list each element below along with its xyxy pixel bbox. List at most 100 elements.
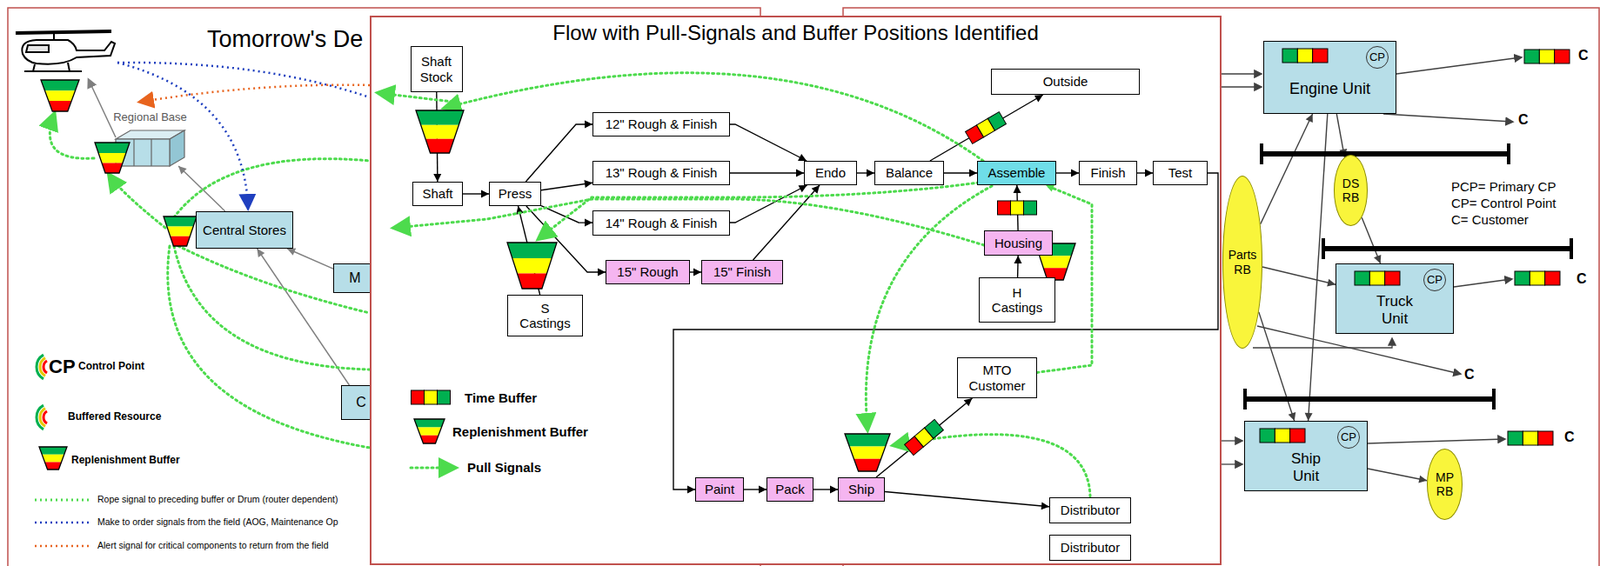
box-label: 13" Rough & Finish: [605, 165, 718, 181]
buffer-funnel: [163, 216, 197, 247]
buffer-zone: [1259, 428, 1275, 443]
box-label: Paint: [704, 482, 735, 497]
box-label: H Castings: [988, 285, 1046, 316]
legend-text: Alert signal for critical components to …: [97, 540, 329, 551]
flow-connector: [1361, 217, 1381, 264]
buffer-zone: [424, 390, 438, 405]
buffer-outline: [163, 216, 197, 247]
annotation: C: [1464, 367, 1475, 383]
flow-connector: [1262, 267, 1336, 287]
process-box: Press: [488, 181, 542, 207]
flow-connector: [1137, 169, 1153, 178]
arrow-head: [866, 169, 875, 178]
flow-connector: [1013, 255, 1022, 278]
flow-connector: [673, 173, 1219, 495]
connector-line: [1260, 113, 1313, 225]
arrow-head: [811, 185, 820, 195]
process-box: Shaft: [412, 181, 463, 207]
arrow-head: [687, 486, 696, 495]
time-buffer: [904, 419, 944, 456]
slide-title: Flow with Pull-Signals and Buffer Positi…: [369, 20, 1222, 46]
annotation: C: [1564, 429, 1575, 446]
cp-circle: CP: [1337, 426, 1360, 449]
supply-arrow: [88, 80, 116, 138]
time-buffer: [1514, 271, 1560, 286]
buffer-ellipse: MP RB: [1426, 448, 1463, 521]
arrow-head: [1288, 412, 1297, 422]
legend-text: Replenishment Buffer: [71, 455, 181, 468]
box-label: Endo: [815, 165, 846, 181]
buffer-ellipse: DS RB: [1333, 154, 1368, 227]
slide-title: Tomorrow's De: [207, 26, 363, 54]
annotation: CP: [48, 355, 76, 378]
buffer-funnel: [94, 142, 130, 174]
buffer-funnel: [844, 434, 891, 472]
flow-connector: [1260, 113, 1313, 225]
arrow-head: [583, 180, 593, 188]
buffer-zone: [98, 153, 127, 164]
buffer-zone: [1039, 255, 1072, 268]
annotation: PCP= Primary CP: [1451, 179, 1556, 195]
buffer-zone: [94, 142, 130, 154]
buffer-zone: [1354, 271, 1370, 286]
buffer-zone: [844, 434, 891, 448]
buffer-outline: [40, 80, 80, 112]
legend-text: Replenishment Buffer: [452, 424, 589, 440]
annotation: C: [1576, 271, 1587, 288]
connector-line: [930, 94, 1044, 161]
process-box: H Castings: [978, 277, 1056, 323]
buffer-zone: [41, 455, 64, 463]
legend-line: [34, 499, 91, 503]
flow-connector: [462, 190, 489, 199]
box-label: Pack: [775, 482, 804, 497]
buffer-ellipse: Parts RB: [1222, 175, 1263, 349]
process-box: Distributor: [1049, 497, 1132, 524]
flow-connector: [930, 94, 1044, 161]
buffer-funnel: [414, 419, 445, 444]
process-box: Outside: [990, 68, 1140, 95]
flow-connector: [813, 486, 838, 495]
box-label: Ship Unit: [1284, 450, 1328, 485]
flow-connector: [729, 169, 804, 178]
box-label: Assemble: [988, 165, 1046, 181]
flow-connector: [1056, 169, 1079, 178]
box-label: 14" Rough & Finish: [605, 215, 718, 231]
arrow-head: [1326, 279, 1336, 288]
box-label: Outside: [1043, 73, 1089, 89]
helicopter: [15, 31, 115, 72]
box-label: 15" Rough: [616, 264, 678, 280]
time-buffer: [1259, 428, 1306, 443]
box-label: Balance: [885, 165, 933, 181]
flow-connector: [856, 169, 875, 178]
buffer-zone: [39, 447, 67, 456]
buffer-zone: [417, 428, 442, 436]
arrow-head: [287, 247, 296, 255]
time-buffer: [997, 200, 1038, 215]
arrow-head: [1418, 475, 1427, 484]
legend-line: [34, 522, 91, 525]
arrow-head: [1305, 113, 1313, 123]
time-buffer: [965, 112, 1007, 145]
buffer-outline: [415, 110, 464, 154]
connector-line: [1258, 312, 1295, 422]
arrow-head: [969, 169, 978, 178]
box-label: MP RB: [1432, 470, 1458, 499]
box-label: Test: [1168, 165, 1193, 181]
arrow-head: [758, 486, 767, 495]
process-box: 12" Rough & Finish: [592, 112, 730, 137]
buffer-zone: [1274, 428, 1290, 443]
arrow-head: [481, 190, 489, 199]
box-label: Central Stores: [202, 222, 287, 238]
process-box: Housing: [984, 230, 1053, 256]
flow-connector: [1336, 113, 1347, 158]
legend-text: Time Buffer: [464, 390, 537, 406]
annotation: C= Customer: [1451, 212, 1529, 228]
box-label: Housing: [994, 235, 1043, 251]
flow-connector: [943, 169, 978, 178]
arrow-head: [797, 153, 807, 161]
cp-circle: CP: [1365, 46, 1389, 69]
flow-connector: [525, 120, 593, 183]
box-label: Regional Base: [113, 111, 188, 125]
arrow-head: [693, 268, 702, 277]
box-label: 15" Finish: [713, 264, 771, 280]
